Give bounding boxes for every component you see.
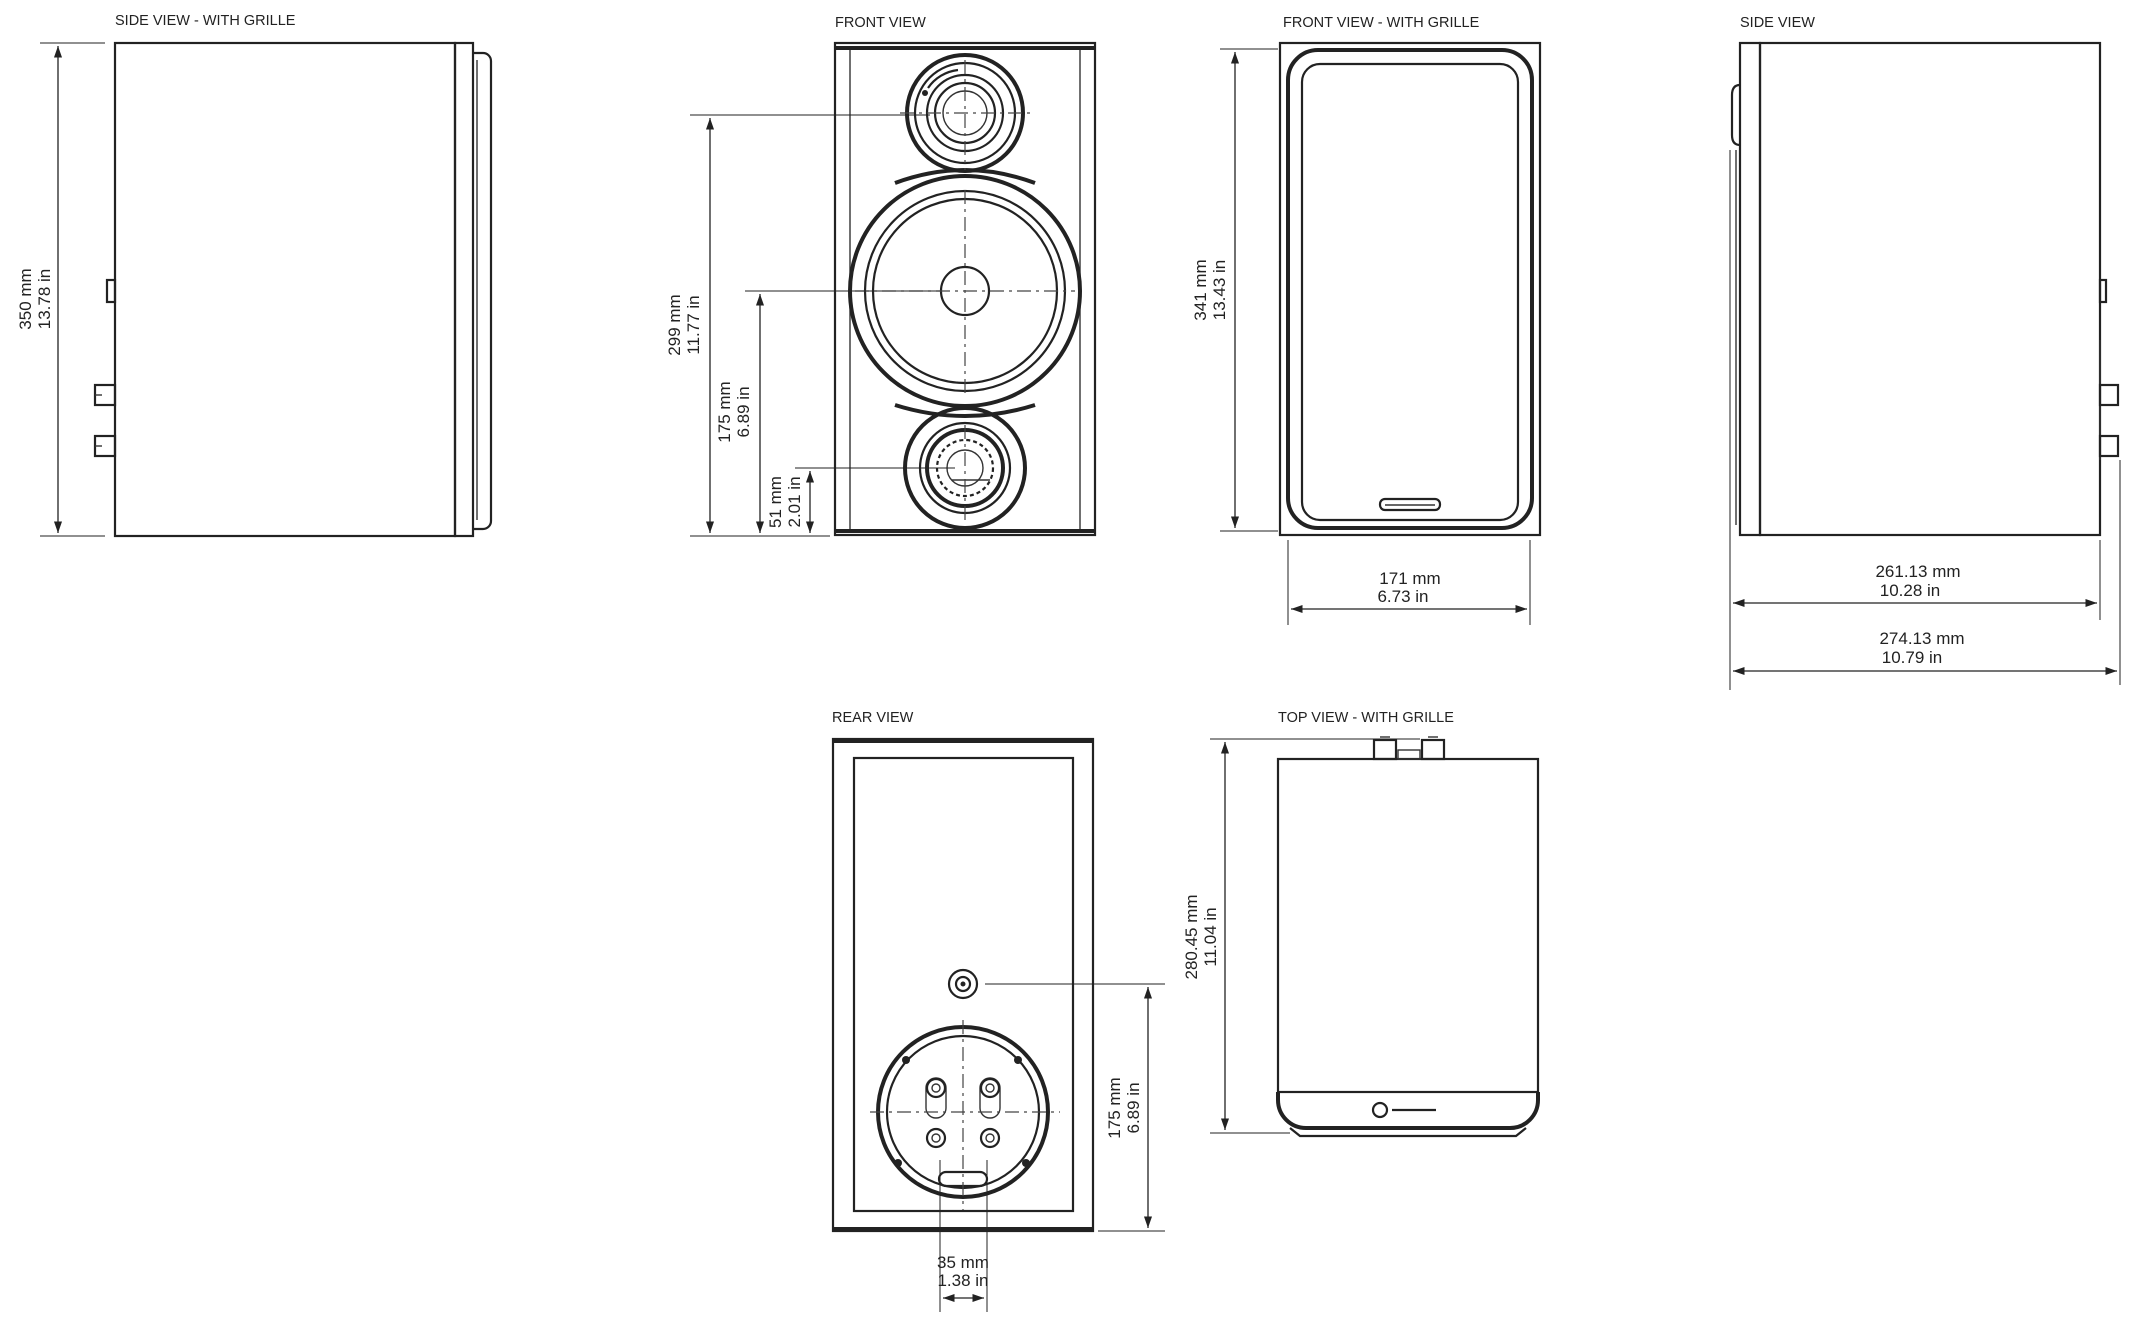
mid-mm-label: 175 mm [715,381,734,442]
depth-in-label: 10.28 in [1880,581,1941,600]
front-view-with-grille: FRONT VIEW - WITH GRILLE 341 mm 13.43 in… [1191,15,1542,625]
top-view-with-grille: TOP VIEW - WITH GRILLE 280.45 mm 11.04 i… [1182,710,1540,1138]
grille-badge [1378,497,1442,512]
side-binding-post-lower [2098,434,2120,458]
rear-view-title: REAR VIEW [832,710,914,726]
binding-post-top-left [925,1077,947,1119]
binding-post-top-right [979,1077,1001,1119]
grille-bottom-lip [1289,1127,1527,1138]
side-view-with-grille-title: SIDE VIEW - WITH GRILLE [115,13,296,29]
grille-inner-frame [1300,62,1520,522]
total-depth-mm-label: 274.13 mm [1879,629,1964,648]
top-depth-in-label: 11.04 in [1201,907,1220,966]
port-in-label: 2.01 in [785,476,804,527]
front-view: FRONT VIEW [665,15,1097,537]
total-depth-in-label: 10.79 in [1882,648,1943,667]
top-depth-mm-label: 280.45 mm [1182,894,1201,979]
front-cabinet-outline [833,41,1097,537]
binding-post-bottom-right [979,1127,1001,1149]
tweeter-bulge [1730,83,1741,147]
rear-height-mm-label: 175 mm [1105,1077,1124,1138]
front-view-title: FRONT VIEW [835,15,926,31]
rear-badge [105,278,117,304]
rear-height-in-label: 6.89 in [1124,1082,1143,1133]
rear-offset-in-label: 1.38 in [937,1271,988,1290]
side-badge [2098,278,2108,304]
grille-cabinet-outline [1278,41,1542,537]
top-logo-mark [1371,1101,1389,1119]
grille-width-in-label: 6.73 in [1377,587,1428,606]
top-cabinet-outline [1276,757,1540,1094]
front-grille-title: FRONT VIEW - WITH GRILLE [1283,15,1480,31]
binding-post-bottom-left [925,1127,947,1149]
rear-offset-mm-label: 35 mm [937,1253,989,1272]
side-cabinet-outline [1758,41,2102,537]
wall-mount-socket [947,968,979,1000]
height-mm-label: 350 mm [16,268,35,329]
side-binding-post-upper [2098,383,2120,407]
side-view-with-grille: SIDE VIEW - WITH GRILLE 350 mm 13.78 in [16,13,493,538]
mid-in-label: 6.89 in [734,386,753,437]
top-grille-edge [1276,1092,1540,1130]
height-in-label: 13.78 in [35,269,54,330]
grille-edge [473,51,493,531]
top-view-title: TOP VIEW - WITH GRILLE [1278,710,1454,726]
grille-outer-frame [1286,48,1534,530]
tweeter-in-label: 11.77 in [684,295,703,354]
tweeter-mm-label: 299 mm [665,294,684,355]
depth-mm-label: 261.13 mm [1875,562,1960,581]
side-view: SIDE VIEW 261.13 mm 10.28 in 274.13 mm 1… [1729,15,2121,690]
grille-height-in-label: 13.43 in [1210,260,1229,321]
cabinet-side-outline [113,41,457,538]
front-baffle [1738,41,1762,537]
grille-width-mm-label: 171 mm [1379,569,1440,588]
rear-view: REAR VIEW [831,710,1165,1312]
grille-frame [453,41,475,538]
port-mm-label: 51 mm [766,476,785,528]
top-binding-posts [1372,736,1446,761]
side-view-title: SIDE VIEW [1740,15,1815,31]
grille-height-mm-label: 341 mm [1191,259,1210,320]
